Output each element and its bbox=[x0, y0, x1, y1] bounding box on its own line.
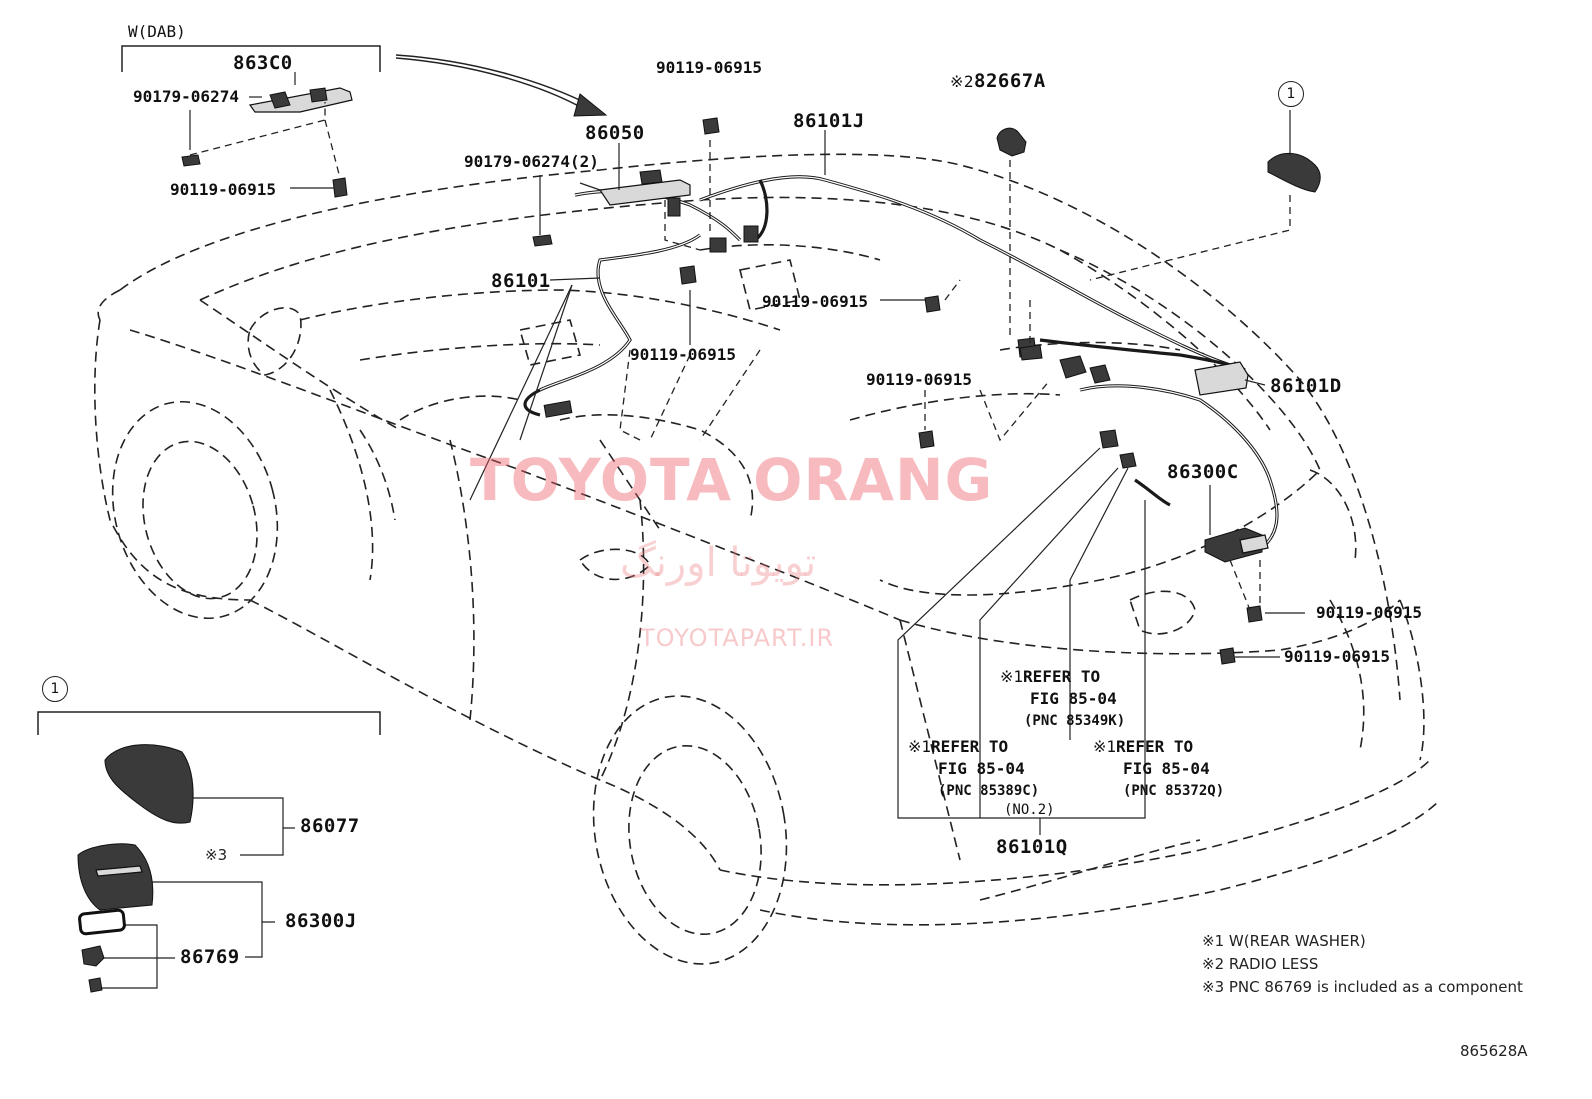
watermark-line-3: TOYOTAPART.IR bbox=[640, 624, 835, 652]
refer-line2: FIG 85-04 bbox=[1030, 689, 1117, 708]
refer-line2: FIG 85-04 bbox=[938, 759, 1025, 778]
label-90119-06915-left: 90119-06915 bbox=[170, 180, 276, 199]
radio-less-mark: ※2 bbox=[950, 72, 975, 91]
inset-gasket-86769 bbox=[78, 908, 126, 993]
refer-line1: REFER TO bbox=[1023, 667, 1101, 686]
label-90119-06915-r1: 90119-06915 bbox=[1316, 603, 1422, 622]
label-86769: 86769 bbox=[180, 946, 240, 968]
label-86300c: 86300C bbox=[1167, 461, 1239, 483]
leader-lines bbox=[37, 45, 1305, 989]
refer-line4: (NO.2) bbox=[1004, 802, 1055, 818]
refer-box-85349k: ※1REFER TO FIG 85-04 (PNC 85349K) bbox=[1000, 666, 1125, 732]
refer-box-85372q: ※1REFER TO FIG 85-04 (PNC 85372Q) bbox=[1093, 736, 1224, 802]
label-863c0: 863C0 bbox=[233, 52, 293, 74]
amplifier-86300c bbox=[1204, 527, 1269, 563]
label-90119-06915-dash: 90119-06915 bbox=[762, 292, 868, 311]
refer-mark: ※1 bbox=[1093, 737, 1117, 756]
plug-82667a bbox=[996, 127, 1027, 157]
refer-mark: ※1 bbox=[1000, 667, 1024, 686]
label-90119-06915-top: 90119-06915 bbox=[656, 58, 762, 77]
label-mark-3: ※3 bbox=[205, 846, 228, 864]
refer-line3: (PNC 85372Q) bbox=[1123, 783, 1225, 799]
callout-circle-1-top: 1 bbox=[1278, 81, 1304, 107]
connector-86101d bbox=[1059, 355, 1249, 396]
refer-line1: REFER TO bbox=[1116, 737, 1194, 756]
label-90179-06274: 90179-06274 bbox=[133, 87, 239, 106]
watermark-line-1: TOYOTA ORANG bbox=[470, 446, 994, 514]
label-90179-06274-2: 90179-06274(2) bbox=[464, 152, 599, 171]
inset-amplifier-86300j bbox=[77, 843, 154, 911]
clips-and-bolts bbox=[181, 117, 1263, 665]
refer-line1: REFER TO bbox=[931, 737, 1009, 756]
refer-line2: FIG 85-04 bbox=[1123, 759, 1210, 778]
note-radio-less: ※2 RADIO LESS bbox=[1202, 955, 1319, 973]
bracket-86050 bbox=[598, 169, 691, 206]
shark-fin-antenna-top bbox=[1267, 152, 1321, 193]
dab-bracket-863c0 bbox=[248, 87, 353, 113]
inset-shark-fin-86077 bbox=[104, 744, 194, 824]
refer-box-85389c: ※1REFER TO FIG 85-04 (PNC 85389C) (NO.2) bbox=[908, 736, 1055, 818]
label-90119-06915-mid: 90119-06915 bbox=[630, 345, 736, 364]
label-82667a-text: 82667A bbox=[974, 70, 1046, 92]
refer-line3: (PNC 85349K) bbox=[1024, 713, 1126, 729]
callout-circle-1-inset: 1 bbox=[42, 676, 68, 702]
label-90119-06915-r2: 90119-06915 bbox=[1284, 647, 1390, 666]
note-component: ※3 PNC 86769 is included as a component bbox=[1202, 978, 1523, 996]
label-w-dab: W(DAB) bbox=[128, 22, 186, 41]
car-body-outline bbox=[94, 153, 1441, 965]
label-86050: 86050 bbox=[585, 122, 645, 144]
label-86101d: 86101D bbox=[1270, 375, 1342, 397]
label-86101j: 86101J bbox=[793, 110, 865, 132]
refer-line3: (PNC 85389C) bbox=[938, 783, 1040, 799]
label-82667a: ※282667A bbox=[950, 70, 1046, 92]
diagram-id: 865628A bbox=[1460, 1042, 1528, 1060]
note-rear-washer: ※1 W(REAR WASHER) bbox=[1202, 932, 1366, 950]
refer-mark: ※1 bbox=[908, 737, 932, 756]
label-86077: 86077 bbox=[300, 815, 360, 837]
label-86101: 86101 bbox=[491, 270, 551, 292]
label-86101q: 86101Q bbox=[996, 836, 1068, 858]
label-90119-06915-lower: 90119-06915 bbox=[866, 370, 972, 389]
label-86300j: 86300J bbox=[285, 910, 357, 932]
watermark-line-2: تویوتا اورنگ bbox=[620, 540, 817, 586]
